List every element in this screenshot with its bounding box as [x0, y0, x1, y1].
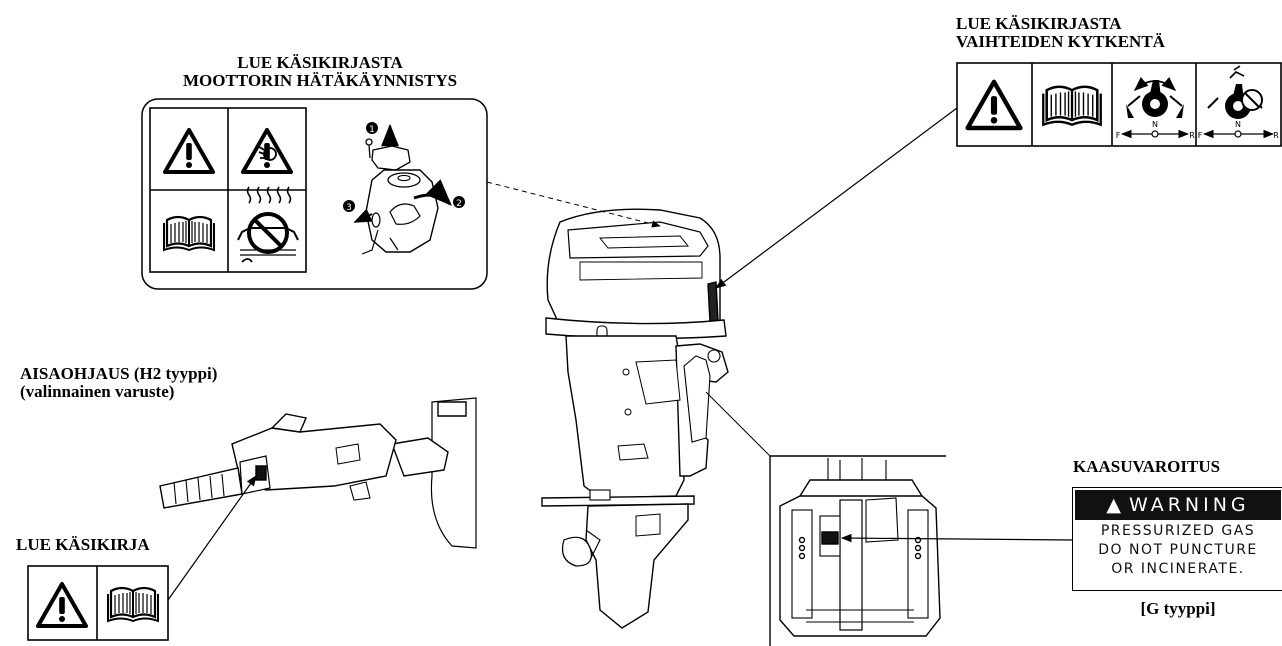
svg-text:F: F — [1116, 131, 1121, 140]
gas-warning-title: KAASUVAROITUS — [1073, 457, 1221, 476]
shift-title-line1: LUE KÄSIKIRJASTA — [956, 14, 1122, 33]
emergency-start-steps-drawing: 1 2 3 — [343, 122, 465, 255]
shift-no-start-icon: F N R — [1198, 65, 1279, 140]
svg-text:R: R — [1273, 131, 1279, 140]
shift-label: F N R F N R — [956, 62, 1282, 147]
svg-text:N: N — [1235, 120, 1241, 129]
warning-header-text: WARNING — [1128, 494, 1250, 516]
emergency-start-title: LUE KÄSIKIRJASTA MOOTTORIN HÄTÄKÄYNNISTY… — [140, 54, 500, 90]
emergency-start-title-line1: LUE KÄSIKIRJASTA — [237, 53, 403, 72]
warning-line-2: DO NOT PUNCTURE — [1098, 542, 1258, 558]
read-manual-label — [27, 565, 169, 641]
svg-text:F: F — [1198, 131, 1203, 140]
svg-text:1: 1 — [369, 125, 375, 135]
shift-lever-icon: F N R — [1116, 77, 1195, 140]
warning-line-1: PRESSURIZED GAS — [1100, 523, 1256, 539]
tiller-title-line1: AISAOHJAUS (H2 tyyppi) — [20, 364, 218, 383]
hot-surface-icon — [237, 186, 299, 263]
svg-text:R: R — [1189, 131, 1195, 140]
tiller-title-line2: (valinnainen varuste) — [20, 382, 175, 401]
outboard-motor — [541, 208, 729, 629]
svg-text:2: 2 — [456, 199, 462, 209]
emergency-start-title-line2: MOOTTORIN HÄTÄKÄYNNISTYS — [182, 71, 458, 90]
g-type-label: [G tyyppi] — [1140, 599, 1216, 618]
hand-hazard-icon — [241, 128, 293, 174]
emergency-start-label: 1 2 3 — [141, 98, 488, 290]
warning-triangle-icon: ▲ — [1106, 494, 1121, 516]
tiller-handle — [159, 397, 477, 549]
shift-title-line2: VAIHTEIDEN KYTKENTÄ — [956, 32, 1165, 51]
warning-header: ▲ WARNING — [1075, 490, 1281, 520]
gas-spring-detail — [769, 455, 946, 646]
warning-line-3: OR INCINERATE. — [1111, 561, 1245, 577]
read-manual-title: LUE KÄSIKIRJA — [16, 535, 150, 554]
leader-lines — [167, 107, 1073, 601]
tiller-title: AISAOHJAUS (H2 tyyppi) (valinnainen varu… — [20, 365, 217, 401]
shift-title: LUE KÄSIKIRJASTA VAIHTEIDEN KYTKENTÄ — [956, 15, 1165, 51]
svg-text:3: 3 — [346, 203, 352, 213]
gas-warning-label: ▲ WARNING PRESSURIZED GAS DO NOT PUNCTUR… — [1072, 487, 1282, 591]
svg-text:N: N — [1152, 120, 1158, 129]
